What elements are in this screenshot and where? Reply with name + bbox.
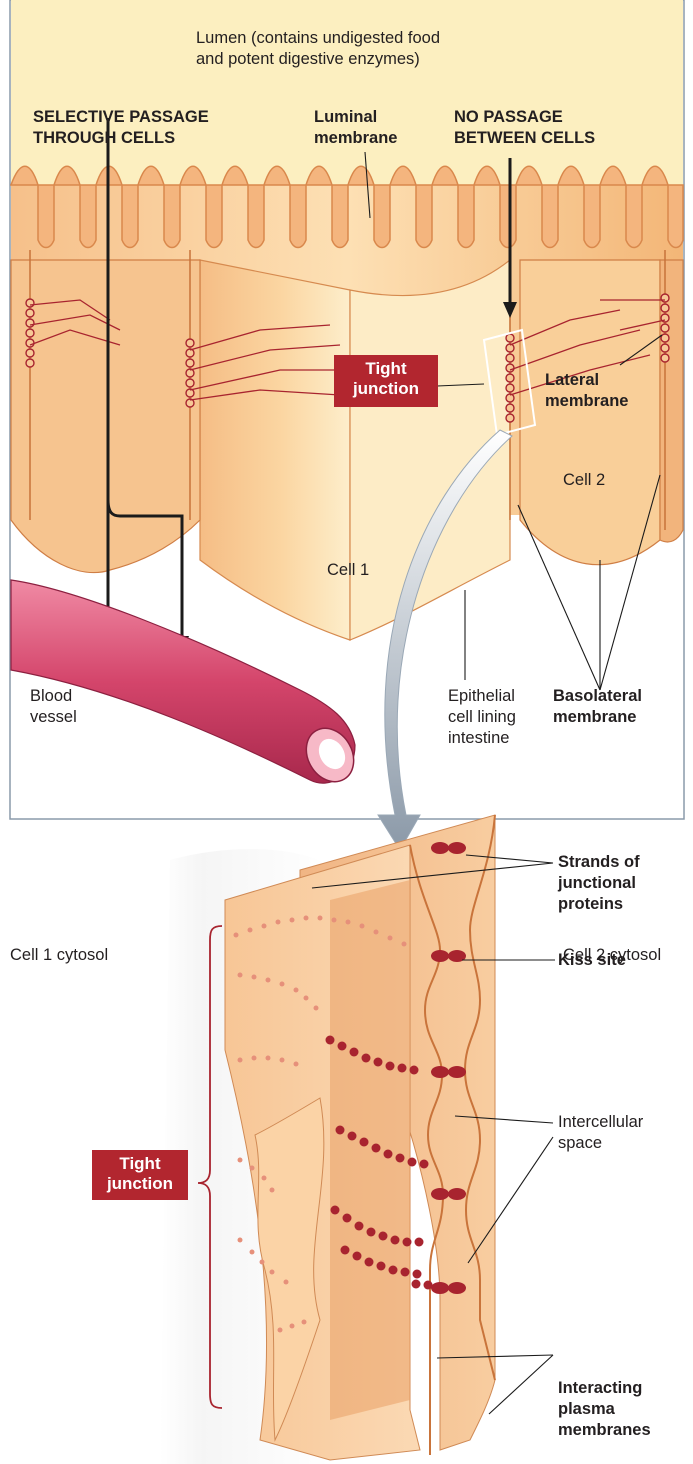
- tight-junction-tag-bottom: Tight junction: [92, 1150, 188, 1200]
- luminal-membrane-label: Luminal membrane: [314, 107, 397, 149]
- epithelial-label: Epithelial cell lining intestine: [448, 686, 516, 749]
- tight-junction-tag-top: Tight junction: [334, 355, 438, 407]
- membrane-cut-face: [330, 880, 410, 1420]
- selective-passage-label: SELECTIVE PASSAGE THROUGH CELLS: [33, 107, 209, 149]
- interacting-membranes-label: Interacting plasma membranes: [558, 1378, 651, 1441]
- blood-vessel-label: Blood vessel: [30, 686, 77, 728]
- kiss-site-label: Kiss site: [558, 950, 626, 971]
- basolateral-membrane-label: Basolateral membrane: [553, 686, 642, 728]
- cell-1-cytosol-label: Cell 1 cytosol: [10, 945, 108, 966]
- bottom-panel: [160, 815, 555, 1464]
- lateral-membrane-label: Lateral membrane: [545, 370, 628, 412]
- cell-2: [520, 260, 660, 565]
- strands-label: Strands of junctional proteins: [558, 852, 640, 915]
- left-cell: [11, 260, 200, 573]
- cell-2-label: Cell 2: [563, 470, 605, 491]
- intercellular-space-label: Intercellular space: [558, 1112, 643, 1154]
- cell-1-label: Cell 1: [327, 560, 369, 581]
- lumen-label: Lumen (contains undigested food and pote…: [196, 28, 440, 70]
- no-passage-label: NO PASSAGE BETWEEN CELLS: [454, 107, 595, 149]
